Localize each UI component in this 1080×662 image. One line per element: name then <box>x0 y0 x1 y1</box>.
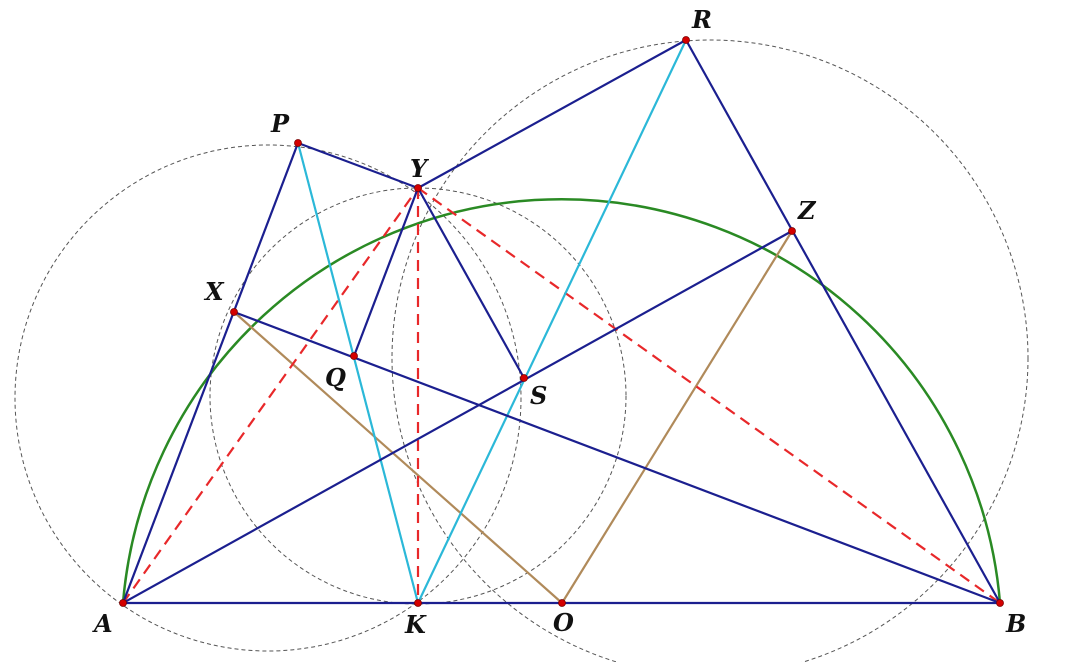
points <box>119 36 1004 607</box>
label-a: A <box>92 609 113 638</box>
label-s: S <box>530 381 547 410</box>
label-b: B <box>1005 609 1026 638</box>
point-k <box>414 599 422 607</box>
segment-xb <box>233 310 1001 605</box>
segment-yr <box>417 39 687 189</box>
segment-py <box>297 141 419 190</box>
point-a <box>119 599 127 607</box>
label-y: Y <box>410 154 430 183</box>
label-q: Q <box>325 363 346 392</box>
circle-kry <box>391 39 1029 662</box>
circle-apk <box>14 144 522 652</box>
point-x <box>230 308 238 316</box>
label-r: R <box>691 5 712 34</box>
segment-rk <box>417 39 687 604</box>
navy-segments <box>121 39 1001 605</box>
point-r <box>682 36 690 44</box>
cyan-segments <box>296 39 687 604</box>
segment-ox <box>233 311 563 604</box>
semicircle-ab <box>121 198 1002 604</box>
point-s <box>520 374 528 382</box>
label-x: X <box>203 277 225 306</box>
label-k: K <box>404 610 427 639</box>
dashed-circles <box>14 39 1029 662</box>
segment-yq <box>352 187 420 357</box>
segment-rb <box>685 39 1001 604</box>
point-o <box>558 599 566 607</box>
tan-segments <box>233 230 793 604</box>
segment-az <box>122 230 793 604</box>
red-dashed-segments <box>122 187 1001 604</box>
segment-ap <box>121 142 300 604</box>
point-q <box>350 352 358 360</box>
segment-oz <box>561 230 793 604</box>
label-p: P <box>270 109 290 138</box>
label-o: O <box>553 608 574 637</box>
segment-yb <box>417 187 1001 604</box>
segment-pk <box>296 142 420 604</box>
segment-ys <box>417 187 525 379</box>
point-b <box>996 599 1004 607</box>
point-p <box>294 139 302 147</box>
point-labels: A B K O X Y Z P Q R S <box>92 5 1026 639</box>
label-z: Z <box>797 196 817 225</box>
segment-ay <box>122 187 419 604</box>
point-y <box>414 184 422 192</box>
point-z <box>788 227 796 235</box>
circle-yqks <box>209 187 627 605</box>
